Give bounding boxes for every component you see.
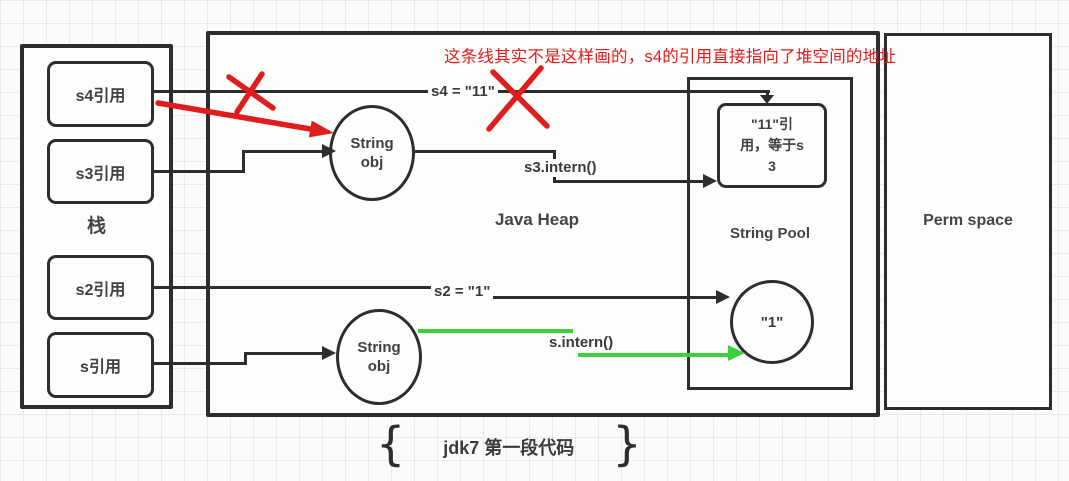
caption-right-brace: }	[612, 417, 642, 471]
red-annotation-text: 这条线其实不是这样画的，s4的引用直接指向了堆空间的地址	[444, 48, 897, 66]
edge-s3intern-line-c	[553, 180, 703, 183]
edge-s3intern-label: s3.intern()	[521, 159, 600, 177]
edge-s4-label: s4 = "11"	[428, 83, 498, 101]
edge-s-line-b	[244, 353, 247, 365]
edge-s-line-c	[244, 352, 322, 355]
stack-ref-s2: s2引用	[47, 255, 154, 320]
edge-sintern-arrowhead	[728, 345, 745, 361]
stack-ref-s: s引用	[47, 332, 154, 398]
string-pool-label: String Pool	[730, 225, 810, 242]
edge-s-line-a	[154, 362, 246, 365]
pool-literal-1-label: "1"	[760, 313, 784, 331]
stack-zone-label: 栈	[86, 216, 106, 237]
edge-s2-line-b	[478, 296, 716, 299]
string-obj-bottom-label: String obj	[357, 338, 401, 376]
edge-s3intern-line-a	[415, 150, 556, 153]
stack-ref-s4-label: s4引用	[75, 88, 126, 105]
perm-space-label: Perm space	[923, 212, 1013, 229]
pool-ref11-line2: 用，等于s	[740, 137, 804, 153]
edge-sintern-line-a	[418, 329, 573, 333]
stack-ref-s3: s3引用	[47, 139, 154, 204]
string-obj-circle-top: String obj	[329, 105, 415, 201]
string-obj-top-label: String obj	[350, 134, 394, 172]
edge-s2-label: s2 = "1"	[431, 283, 494, 301]
caption: { jdk7 第一段代码 }	[376, 421, 642, 467]
perm-space-box	[884, 33, 1052, 410]
edge-s4-arrowhead	[760, 95, 774, 104]
edge-s3-line-b	[242, 151, 245, 173]
stack-ref-s4: s4引用	[47, 61, 154, 127]
edge-s3-line-c	[242, 150, 322, 153]
stack-ref-s3-label: s3引用	[75, 165, 126, 183]
edge-s3-line-a	[154, 170, 244, 173]
edge-s-arrowhead	[322, 346, 336, 360]
caption-left-brace: {	[376, 417, 406, 471]
java-heap-label: Java Heap	[494, 210, 580, 229]
pool-ref11-box: "11"引 用，等于s 3	[717, 103, 827, 188]
pool-ref11-line1: "11"引	[750, 116, 794, 132]
stack-ref-s2-label: s2引用	[75, 281, 126, 299]
pool-ref11-line3: 3	[768, 158, 776, 174]
string-obj-circle-bottom: String obj	[336, 309, 422, 405]
edge-sintern-label: s.intern()	[546, 334, 617, 352]
edge-s3-arrowhead	[322, 144, 336, 158]
edge-s3intern-arrowhead	[703, 174, 717, 188]
caption-text: jdk7 第一段代码	[443, 438, 575, 458]
edge-s4-line-drop	[766, 92, 769, 97]
edge-s2-arrowhead	[716, 290, 730, 304]
stack-ref-s-label: s引用	[80, 359, 121, 376]
edge-sintern-line-b	[578, 353, 728, 357]
edge-s2-line-a	[154, 286, 434, 289]
